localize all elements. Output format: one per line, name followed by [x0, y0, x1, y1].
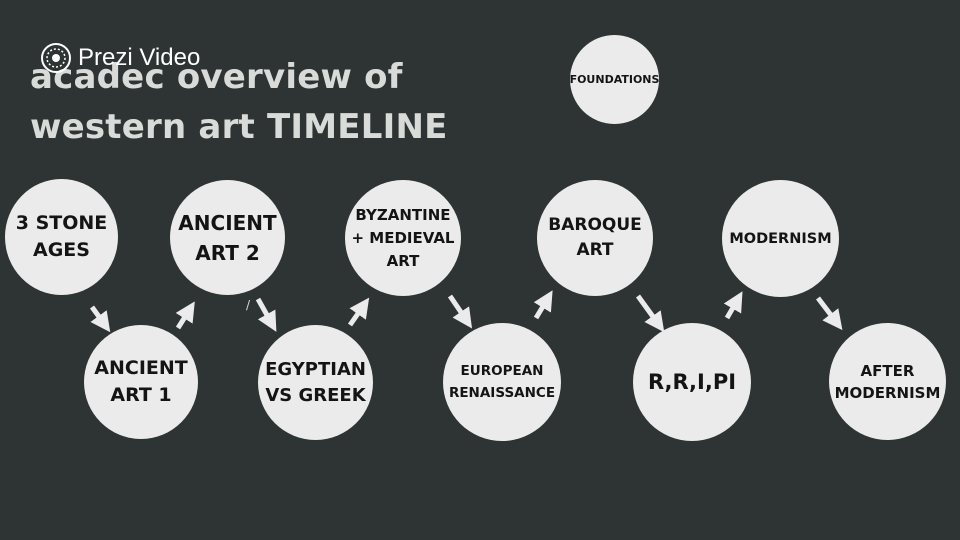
arrow-egyptian-to-byzantine	[347, 297, 370, 327]
page-title: acadec overview of western art TIMELINE	[30, 57, 448, 147]
arrow-byzantine-to-renaissance	[447, 294, 473, 329]
brand-label: Prezi Video	[78, 44, 201, 71]
arrow-baroque-to-rripi	[635, 294, 665, 333]
stray-mark: /	[246, 298, 251, 312]
arrow-ancient-2-to-egyptian	[255, 297, 277, 332]
node-modernism[interactable]: MODERNISM	[722, 180, 839, 297]
node-byzantine-medieval[interactable]: BYZANTINE + MEDIEVAL ART	[345, 180, 461, 296]
node-stone-ages[interactable]: 3 STONE AGES	[5, 179, 118, 295]
prezi-video-brand: Prezi Video	[40, 42, 200, 74]
arrow-modernism-to-after	[816, 296, 843, 331]
arrow-stone-ages-to-ancient-1	[89, 305, 111, 333]
node-rripi[interactable]: R,R,I,PI	[633, 323, 751, 441]
arrow-renaissance-to-baroque	[533, 290, 553, 320]
node-ancient-art-1[interactable]: ANCIENT ART 1	[84, 325, 198, 439]
node-foundations[interactable]: FOUNDATIONS	[570, 35, 659, 124]
arrow-ancient-1-to-ancient-2	[175, 301, 195, 330]
arrow-rripi-to-modernism	[723, 291, 743, 320]
node-ancient-art-2[interactable]: ANCIENT ART 2	[170, 180, 285, 295]
node-baroque-art[interactable]: BAROQUE ART	[537, 180, 653, 296]
node-egyptian-vs-greek[interactable]: EGYPTIAN VS GREEK	[258, 325, 373, 440]
node-european-renaissance[interactable]: EUROPEAN RENAISSANCE	[443, 323, 561, 441]
prezi-logo-icon	[40, 42, 72, 74]
node-after-modernism[interactable]: AFTER MODERNISM	[829, 323, 946, 440]
